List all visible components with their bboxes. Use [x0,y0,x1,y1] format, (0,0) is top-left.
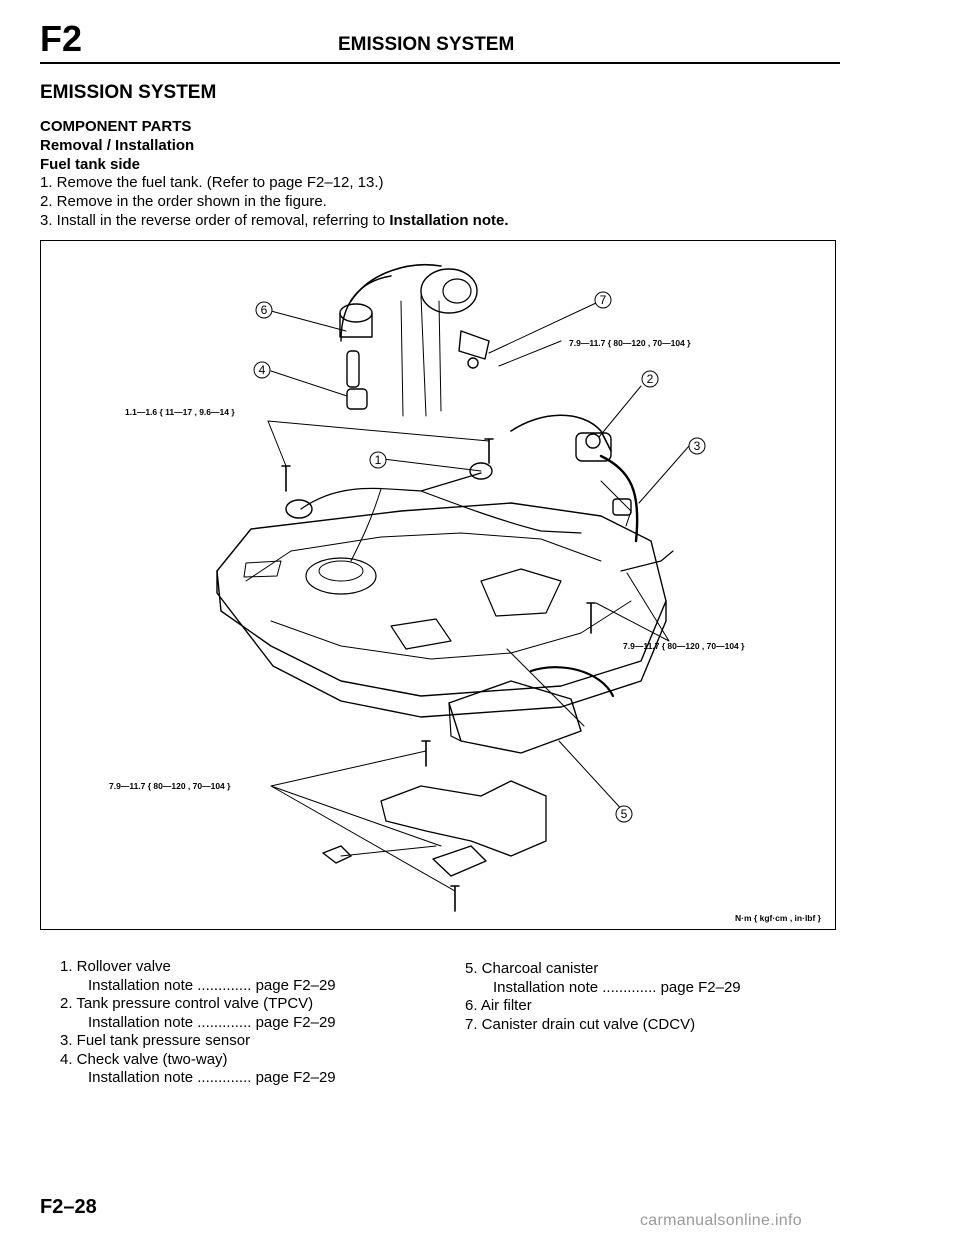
callout-6: 6 [255,301,273,319]
section-code: F2 [40,18,83,59]
subhead-removal-installation: Removal / Installation [40,137,195,154]
callout-1: 1 [369,451,387,469]
torque-label-2: 7.9—11.7 { 80—120 , 70—104 } [569,338,691,348]
legend-note-1: Installation note ............. page F2–… [88,976,336,994]
legend-note-5: Installation note ............. page F2–… [493,978,741,996]
callout-2: 2 [641,370,659,388]
legend-item-5: 5. Charcoal canister [465,960,599,977]
page-header-title: EMISSION SYSTEM [338,34,515,55]
legend-note-4: Installation note ............. page F2–… [88,1069,336,1086]
legend-item-1: 1. Rollover valve [60,958,171,975]
watermark: carmanualsonline.info [640,1212,802,1229]
svg-text:7: 7 [600,293,607,307]
step-2: 2. Remove in the order shown in the figu… [40,193,327,210]
header-rule [40,62,840,64]
fuel-tank-base [216,570,667,718]
callout-4: 4 [253,361,271,379]
svg-text:6: 6 [261,303,268,317]
units-label: N·m { kgf·cm , in·lbf } [735,913,822,923]
torque-label-4: 7.9—11.7 { 80—120 , 70—104 } [109,781,231,791]
subhead-fuel-tank-side: Fuel tank side [40,156,141,173]
legend-item-4: 4. Check valve (two-way) [60,1050,228,1068]
subhead-component-parts: COMPONENT PARTS [40,118,192,135]
section-title: EMISSION SYSTEM [40,82,217,103]
torque-label-1: 1.1—1.6 { 11—17 , 9.6—14 } [125,407,235,417]
component-diagram: 1.1—1.6 { 11—17 , 9.6—14 } 7.9—11.7 { 80… [40,240,836,930]
page-number: F2–28 [40,1196,97,1218]
step-3: 3. Install in the reverse order of remov… [40,212,509,229]
legend-item-7: 7. Canister drain cut valve (CDCV) [465,1015,696,1033]
svg-text:3: 3 [694,439,701,453]
legend-item-3: 3. Fuel tank pressure sensor [60,1032,251,1049]
svg-text:1: 1 [375,453,382,467]
svg-text:2: 2 [647,372,654,386]
legend-note-2: Installation note ............. page F2–… [88,1013,336,1031]
svg-text:4: 4 [259,363,266,377]
parts-legend-left: 1. Rollover valve Installation note ....… [60,958,450,1088]
legend-item-2: 2. Tank pressure control valve (TPCV) [60,995,314,1012]
step-1: 1. Remove the fuel tank. (Refer to page … [40,174,384,191]
callout-3: 3 [688,437,706,455]
parts-legend-right: 5. Charcoal canister Installation note .… [465,960,855,1034]
svg-text:5: 5 [621,807,628,821]
callout-5: 5 [615,805,633,823]
fuel-tank-outline [216,502,667,697]
torque-label-3: 7.9—11.7 { 80—120 , 70—104 } [623,641,745,651]
callout-7: 7 [594,291,612,309]
diagram-drawing: 1.1—1.6 { 11—17 , 9.6—14 } 7.9—11.7 { 80… [109,263,822,923]
legend-item-6: 6. Air filter [465,997,532,1014]
